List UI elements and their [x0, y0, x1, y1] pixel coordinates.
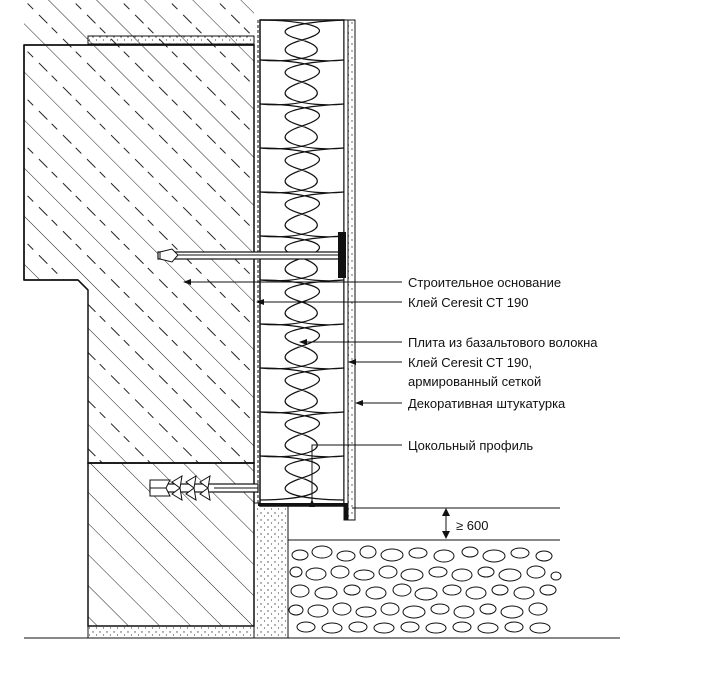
label-glue2-line2: армированный сеткой	[408, 374, 541, 389]
label-glue1: Клей Ceresit CT 190	[408, 295, 528, 310]
lower-dowel	[149, 475, 259, 501]
label-slab: Плита из базальтового волокна	[408, 335, 598, 350]
label-base: Строительное основание	[408, 275, 561, 290]
dimension-marker	[352, 507, 560, 539]
top-slab	[24, 0, 255, 46]
base-profile	[258, 503, 348, 520]
label-profile: Цокольный профиль	[408, 438, 533, 453]
plinth-render	[253, 502, 289, 639]
label-plaster: Декоративная штукатурка	[408, 396, 566, 411]
label-glue2-line1: Клей Ceresit CT 190,	[408, 355, 532, 370]
gravel-bed	[288, 545, 562, 634]
upper-dowel	[157, 232, 346, 278]
leader-lines	[183, 279, 402, 507]
basalt-fiber-slab	[259, 19, 345, 507]
masonry-wall	[23, 44, 255, 464]
label-dimension: ≥ 600	[456, 518, 488, 533]
